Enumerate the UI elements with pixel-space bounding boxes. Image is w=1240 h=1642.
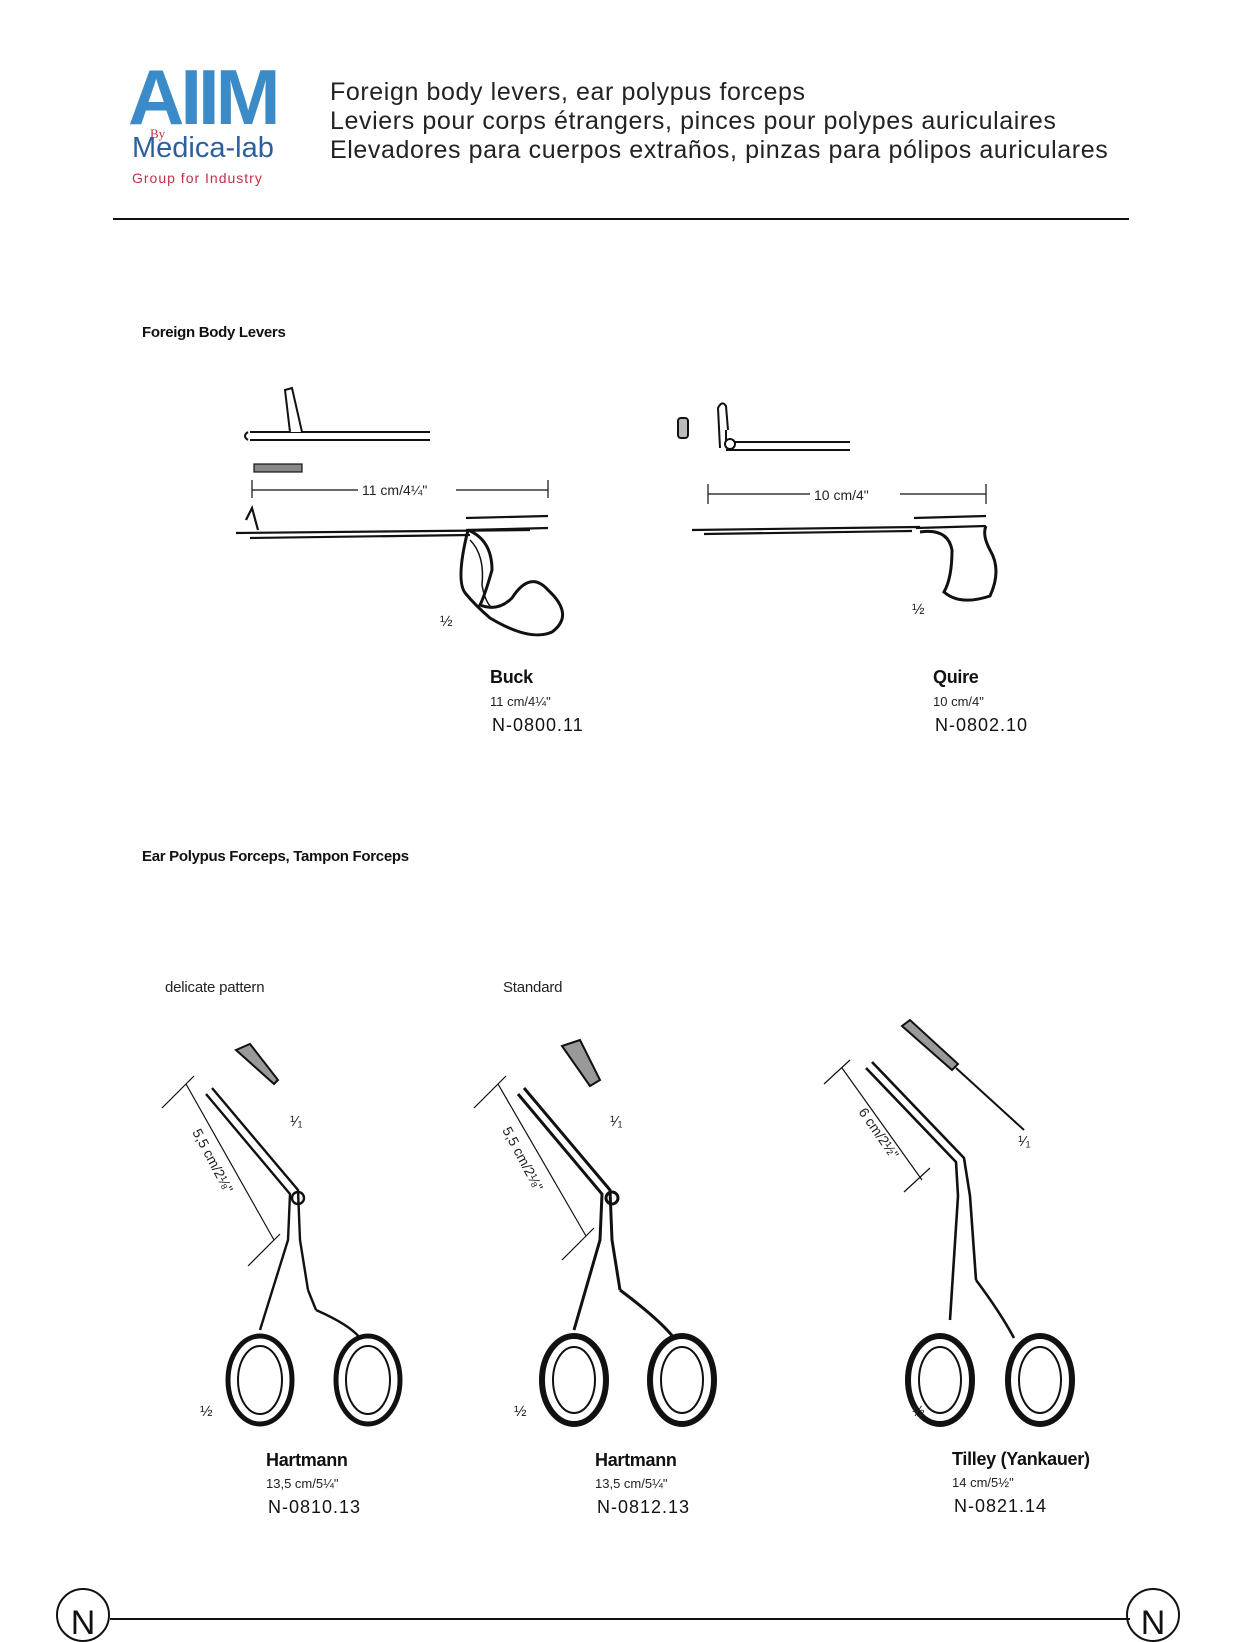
tilley-illustration: 6 cm/2½" ¹⁄₁ ½ [823, 1018, 1075, 1427]
hartmann-delicate-dimension [161, 1075, 281, 1267]
logo-by: By [150, 126, 166, 141]
tilley-instrument [865, 1061, 1075, 1427]
buck-instrument [235, 504, 564, 637]
hartmann-standard-illustration: 5,5 cm/2⅛" ¹⁄₁ ½ [473, 1038, 717, 1427]
quire-instrument [691, 514, 998, 602]
buck-dimension-label: 11 cm/4¼" [362, 482, 427, 498]
buck-lever-illustration: 11 cm/4¼" ½ [235, 386, 564, 637]
hartmann-standard-instrument [516, 1087, 717, 1427]
title-spanish: Elevadores para cuerpos extraños, pinzas… [330, 136, 1109, 164]
quire-tip-detail [677, 402, 850, 451]
product-size-tilley: 14 cm/5½" [952, 1475, 1014, 1490]
label-standard: Standard [503, 979, 563, 996]
footer-right-badge: N [1126, 1588, 1180, 1642]
product-name-hartmann-standard: Hartmann [595, 1450, 677, 1470]
product-code-hartmann-delicate: N-0810.13 [268, 1497, 362, 1517]
logo-company: Medica-lab [132, 132, 274, 164]
hartmann-standard-scale: ½ [514, 1403, 527, 1420]
product-size-hartmann-delicate: 13,5 cm/5¼" [266, 1476, 339, 1491]
tilley-jaw-detail [900, 1018, 1025, 1131]
footer-divider [110, 1618, 1130, 1620]
product-size-quire: 10 cm/4" [933, 694, 984, 709]
product-size-buck: 11 cm/4¼" [490, 694, 551, 709]
hartmann-delicate-jaw-detail [234, 1042, 280, 1086]
hartmann-delicate-detail-scale: ¹⁄₁ [290, 1113, 303, 1130]
tilley-detail-scale: ¹⁄₁ [1018, 1133, 1031, 1150]
product-code-hartmann-standard: N-0812.13 [597, 1497, 691, 1517]
product-name-tilley: Tilley (Yankauer) [952, 1449, 1090, 1469]
tilley-dimension-label: 6 cm/2½" [856, 1105, 903, 1162]
hartmann-delicate-instrument [205, 1087, 403, 1427]
product-code-tilley: N-0821.14 [954, 1496, 1048, 1516]
footer-left-badge: N [56, 1588, 110, 1642]
company-logo: AIIM By Medica-lab Group for Industry [128, 58, 288, 194]
hartmann-standard-dimension-label: 5,5 cm/2⅛" [499, 1124, 546, 1194]
product-name-hartmann-delicate: Hartmann [266, 1450, 348, 1470]
tilley-dimension [823, 1059, 931, 1193]
hartmann-standard-detail-scale: ¹⁄₁ [610, 1113, 623, 1130]
logo-tagline: Group for Industry [132, 170, 263, 186]
buck-scale: ½ [440, 613, 453, 630]
label-delicate-pattern: delicate pattern [165, 979, 265, 996]
product-size-hartmann-standard: 13,5 cm/5¼" [595, 1476, 668, 1491]
section-title-levers: Foreign Body Levers [142, 324, 286, 341]
quire-dimension-label: 10 cm/4" [814, 487, 869, 503]
product-code-quire: N-0802.10 [935, 715, 1029, 735]
buck-dimension-line [251, 480, 549, 498]
logo-brand: AIIM [128, 53, 281, 141]
hartmann-standard-dimension [473, 1075, 595, 1261]
section-title-forceps: Ear Polypus Forceps, Tampon Forceps [142, 848, 409, 865]
hartmann-delicate-scale: ½ [200, 1403, 213, 1420]
hartmann-standard-jaw-detail [560, 1038, 602, 1088]
title-french: Leviers pour corps étrangers, pinces pou… [330, 107, 1057, 135]
quire-lever-illustration: 10 cm/4" ½ [677, 402, 998, 618]
title-english: Foreign body levers, ear polypus forceps [330, 78, 806, 106]
header-divider [113, 218, 1129, 220]
hartmann-delicate-illustration: 5,5 cm/2⅛" ¹⁄₁ ½ [161, 1042, 403, 1427]
tilley-scale: ½ [912, 1403, 925, 1420]
product-name-quire: Quire [933, 667, 979, 687]
product-code-buck: N-0800.11 [492, 715, 584, 735]
quire-dimension-line [707, 484, 987, 504]
buck-tip-detail [244, 386, 430, 473]
product-name-buck: Buck [490, 667, 533, 687]
quire-scale: ½ [912, 601, 925, 618]
